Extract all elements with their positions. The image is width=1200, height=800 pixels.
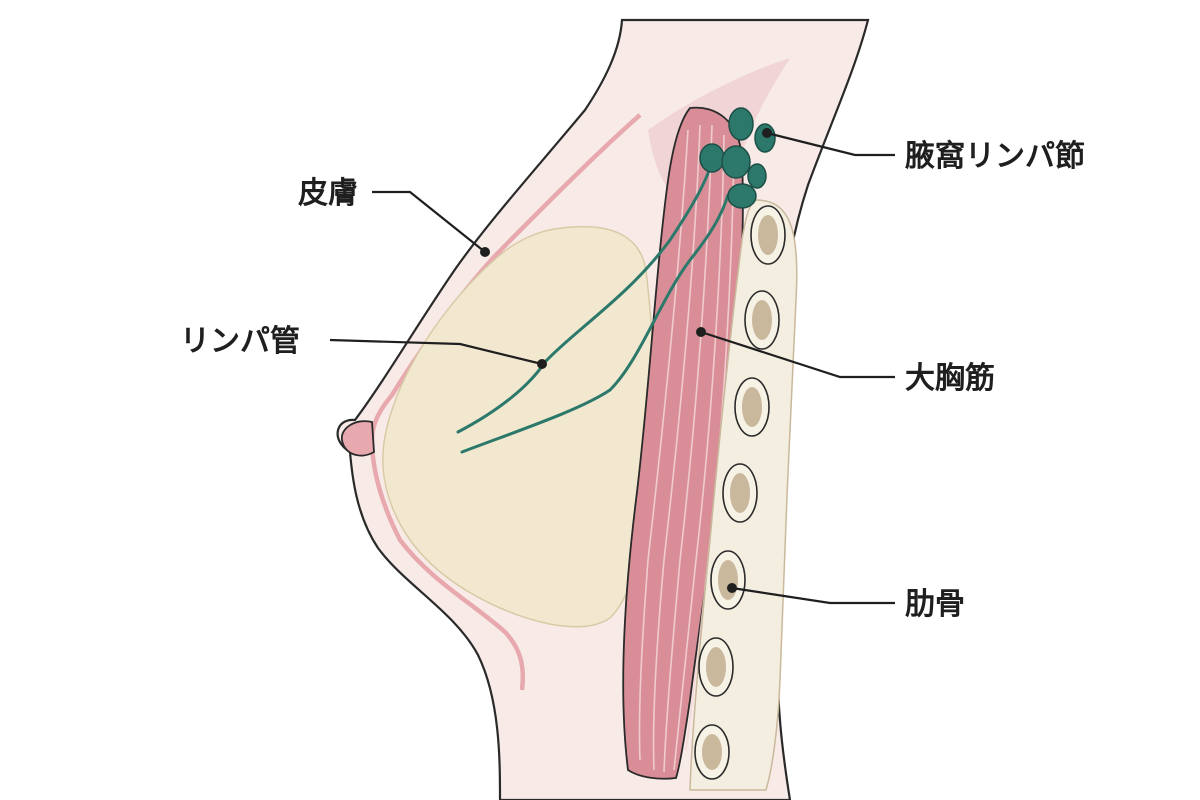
nipple (341, 420, 375, 457)
leader-axillary-nodes (766, 131, 895, 157)
leader-pectoralis (700, 330, 895, 379)
rib-6 (698, 637, 734, 697)
leader-lymph-vessel (329, 338, 543, 366)
leader-dot-pectoralis (696, 327, 706, 337)
leader-dot-axillary-nodes (762, 128, 772, 138)
rib-3 (734, 377, 770, 437)
rib-7 (694, 724, 730, 780)
rib-5 (710, 550, 746, 610)
label-lymph-vessel: リンパ管 (180, 324, 300, 359)
leader-dot-rib (727, 583, 737, 593)
label-rib: 肋骨 (905, 587, 965, 622)
label-skin: 皮膚 (298, 176, 358, 211)
rib-2 (744, 290, 780, 350)
label-pectoralis-major: 大胸筋 (905, 361, 995, 396)
leader-lines (329, 128, 895, 605)
rib-4 (722, 463, 758, 523)
leader-rib (731, 586, 895, 605)
leader-dot-lymph-vessel (537, 359, 547, 369)
label-axillary-nodes: 腋窩リンパ節 (905, 139, 1085, 174)
ribs (694, 205, 786, 780)
leader-skin (372, 190, 486, 253)
lymph-vessels (456, 160, 730, 454)
rib-1 (750, 205, 786, 265)
leader-dot-skin (480, 247, 490, 257)
